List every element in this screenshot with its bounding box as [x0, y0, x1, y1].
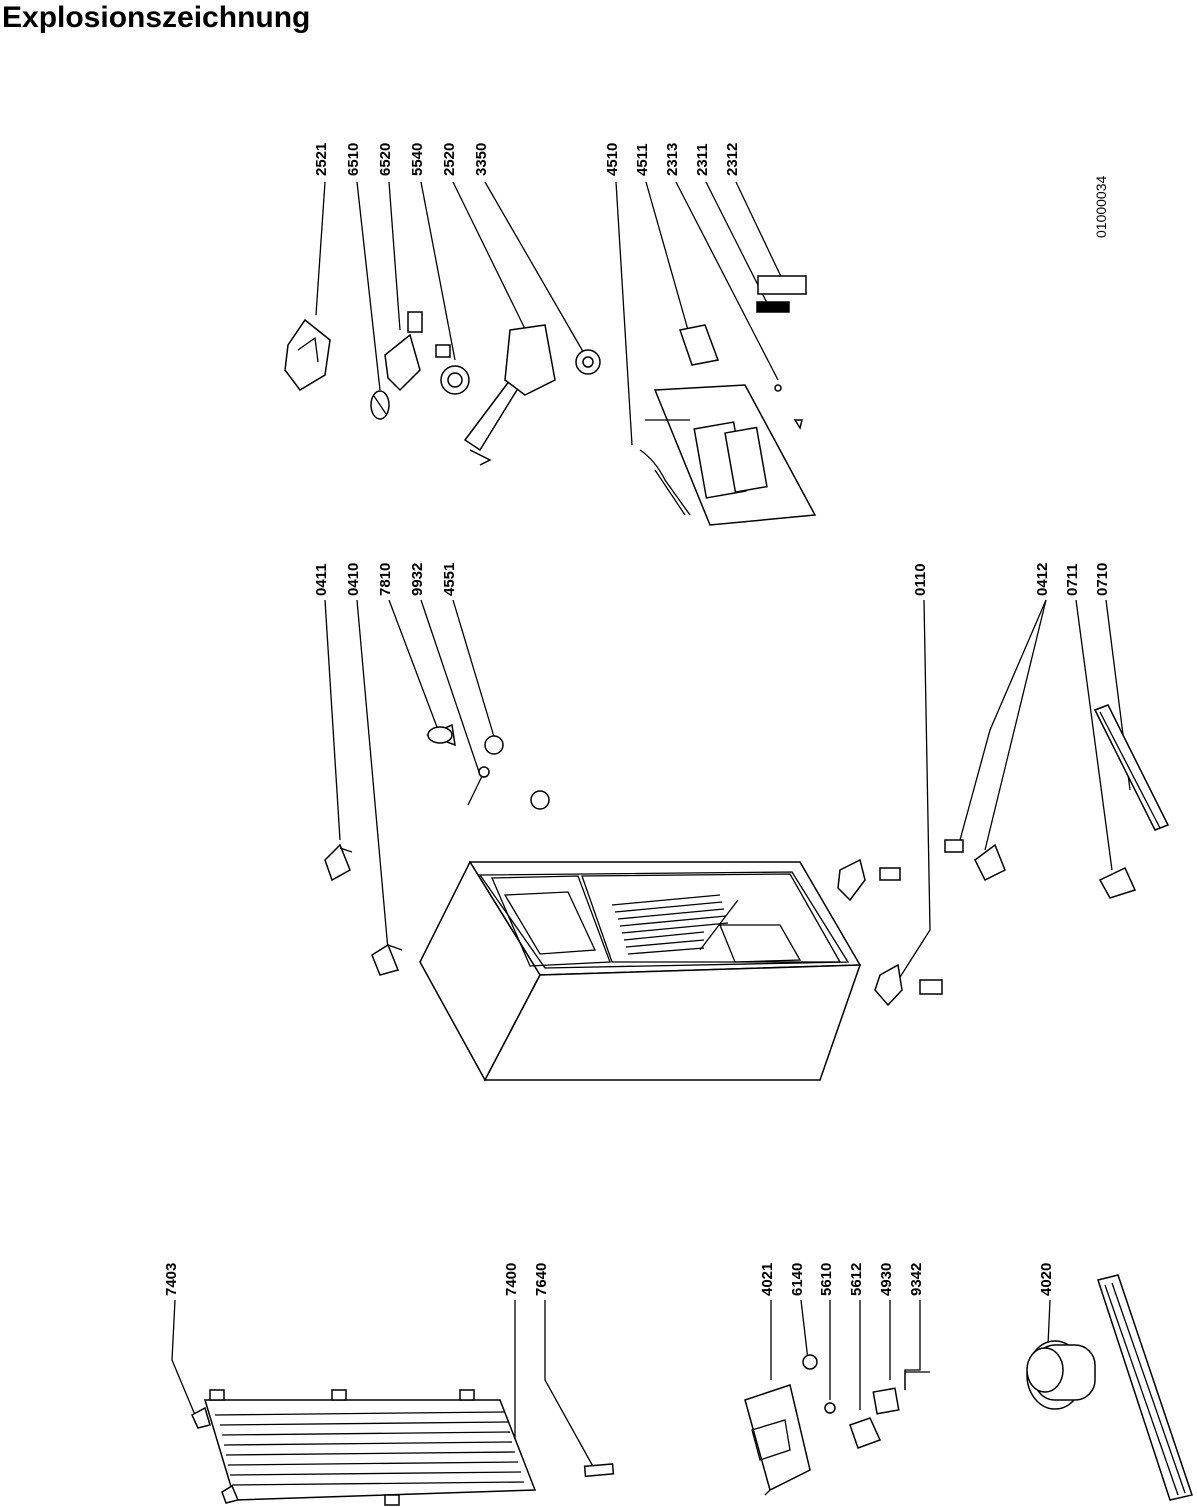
part-0110-feet — [837, 858, 943, 1007]
part-4930-terminal — [872, 1387, 900, 1415]
part-4551-cap — [484, 735, 550, 810]
part-5540-thermostat — [435, 344, 470, 395]
part-3350-knob — [575, 349, 601, 375]
part-label-9342: 9342 — [908, 1263, 925, 1296]
part-label-2313: 2313 — [664, 143, 681, 176]
part-6140-relay — [802, 1354, 818, 1370]
part-6510-lamp — [370, 390, 390, 420]
part-2521-thermostat-housing — [284, 318, 331, 391]
part-label-6140: 6140 — [789, 1263, 806, 1296]
part-label-2521: 2521 — [313, 143, 330, 176]
part-label-9932: 9932 — [409, 563, 426, 596]
leader-lines — [171, 181, 1131, 1480]
part-6520-lamp-socket — [384, 311, 423, 392]
part-5610-clip — [824, 1402, 836, 1414]
part-label-0710: 0710 — [1094, 563, 1111, 596]
part-5612-overload — [849, 1417, 882, 1449]
part-label-0110: 0110 — [912, 563, 929, 596]
part-7640-filter — [583, 1463, 615, 1478]
part-4021-relay-box — [744, 1384, 811, 1496]
part-label-7400: 7400 — [503, 1263, 520, 1296]
part-4510-back-panel — [639, 384, 817, 526]
part-label-7403: 7403 — [163, 1263, 180, 1296]
part-label-3350: 3350 — [473, 143, 490, 176]
part-label-6510: 6510 — [345, 143, 362, 176]
part-0411-hinge — [324, 843, 353, 882]
part-9342-wire — [904, 1371, 930, 1390]
part-2311-2312-hinge — [756, 275, 807, 313]
part-label-2312: 2312 — [724, 143, 741, 176]
part-label-0412: 0412 — [1034, 563, 1051, 596]
part-2520-control-panel — [463, 324, 556, 466]
refrigerator-cabinet — [419, 860, 862, 1082]
part-label-0410: 0410 — [345, 563, 362, 596]
part-label-2520: 2520 — [441, 143, 458, 176]
part-4020-compressor — [1026, 1340, 1096, 1410]
part-number-labels: 2521 6510 6520 5540 2520 3350 4510 4511 2313 2311… — [163, 143, 1111, 1296]
part-4020-base-rail — [1097, 1274, 1193, 1501]
part-label-6520: 6520 — [377, 143, 394, 176]
part-label-0711: 0711 — [1064, 563, 1081, 596]
part-label-7640: 7640 — [533, 1263, 550, 1296]
part-label-4510: 4510 — [604, 143, 621, 176]
part-7400-condenser — [203, 1389, 537, 1506]
part-label-4551: 4551 — [441, 563, 458, 596]
part-0410-hinge — [371, 943, 403, 976]
part-0412-hinge — [944, 839, 1006, 882]
part-label-5610: 5610 — [818, 1263, 835, 1296]
part-0710-rail — [1093, 704, 1170, 831]
part-label-4930: 4930 — [878, 1263, 895, 1296]
part-label-7810: 7810 — [377, 563, 394, 596]
page-title: Explosionszeichnung — [2, 1, 311, 34]
drawing-code: 01000034 — [1093, 175, 1109, 238]
part-4511-bracket — [679, 324, 720, 366]
part-7403-clip — [191, 1406, 240, 1504]
part-label-4511: 4511 — [634, 143, 651, 176]
evaporator-coils — [611, 894, 729, 955]
part-0711-clip — [1098, 866, 1137, 899]
part-9932-pin — [467, 766, 490, 806]
part-label-0411: 0411 — [313, 563, 330, 596]
part-label-2311: 2311 — [694, 143, 711, 176]
part-label-4020: 4020 — [1038, 1263, 1055, 1296]
part-label-5540: 5540 — [409, 143, 426, 176]
part-label-5612: 5612 — [848, 1263, 865, 1296]
part-2313-screw — [774, 384, 803, 430]
part-label-4021: 4021 — [759, 1263, 776, 1296]
part-7810-foot — [425, 723, 456, 747]
